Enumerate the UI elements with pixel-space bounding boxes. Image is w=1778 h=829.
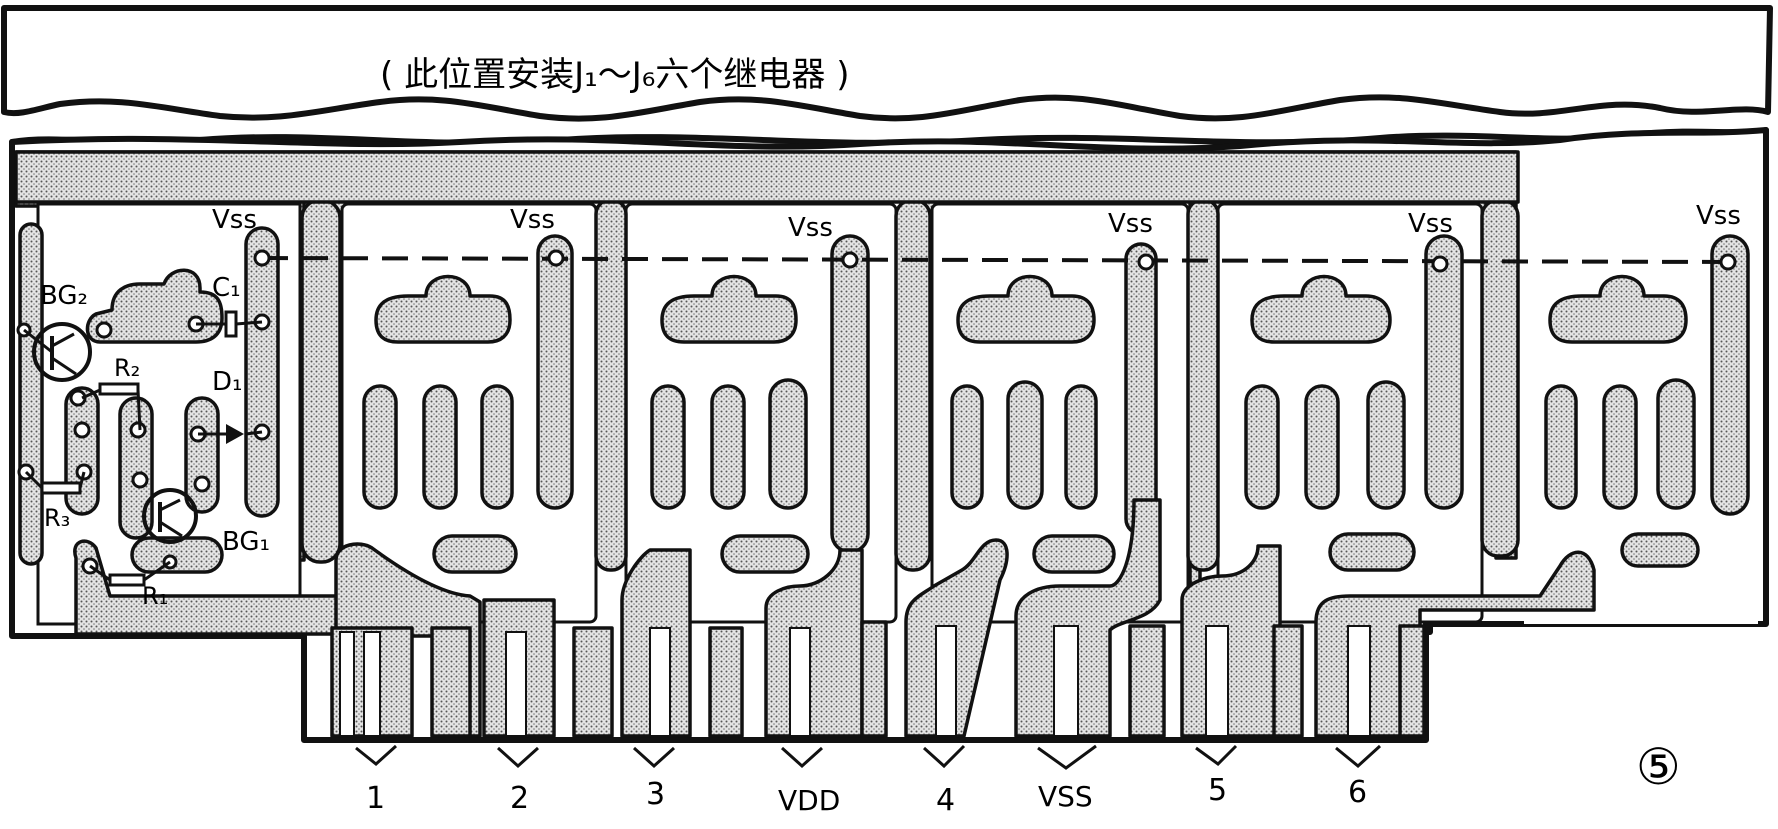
pin-label-6: 6 bbox=[1348, 775, 1367, 810]
relay-pads-4 bbox=[1244, 234, 1464, 572]
vss-label-1: Vss bbox=[212, 205, 257, 235]
pour-separator-2 bbox=[594, 198, 628, 572]
pin-label-3: 3 bbox=[646, 777, 665, 812]
relay-pads-5 bbox=[1544, 234, 1750, 568]
pour-separator-1 bbox=[300, 198, 342, 564]
r1-resistor bbox=[89, 560, 171, 587]
vss-label-4: Vss bbox=[1108, 209, 1153, 239]
r2-label: R₂ bbox=[114, 354, 140, 382]
r3-label: R₃ bbox=[44, 504, 70, 532]
relay-pads-3 bbox=[950, 274, 1116, 574]
vss-label-6: Vss bbox=[1696, 201, 1741, 231]
pin-label-5: 5 bbox=[1208, 773, 1227, 808]
relay-area-strip bbox=[1, 5, 1773, 122]
pour-separator-4 bbox=[1186, 198, 1220, 572]
r2-resistor bbox=[81, 382, 142, 431]
pin-label-2: 2 bbox=[510, 781, 529, 816]
vss-label-5: Vss bbox=[1408, 209, 1453, 239]
pour-separator-3 bbox=[894, 198, 932, 572]
pour-separator-5 bbox=[1480, 198, 1520, 558]
d1-diode bbox=[198, 422, 263, 446]
pour-top-band bbox=[14, 150, 1520, 204]
vss-strip-1 bbox=[244, 226, 280, 518]
pin-label-vdd: VDD bbox=[778, 784, 840, 817]
vss-label-3: Vss bbox=[788, 213, 833, 243]
relay-pads-1 bbox=[362, 234, 574, 574]
bg2-transistor bbox=[23, 322, 92, 382]
pin-label-1: 1 bbox=[366, 781, 385, 816]
bg2-label: BG₂ bbox=[40, 281, 88, 311]
relay-pads-2 bbox=[650, 234, 870, 574]
vss-dashed-bus bbox=[261, 256, 1731, 264]
c1-capacitor bbox=[196, 310, 263, 338]
bg1-transistor bbox=[142, 488, 198, 544]
vss-label-2: Vss bbox=[510, 205, 555, 235]
pin-label-vss: VSS bbox=[1038, 780, 1093, 813]
c1-label: C₁ bbox=[212, 273, 241, 303]
edge-connector bbox=[330, 498, 1596, 738]
pin-label-4: 4 bbox=[936, 783, 955, 818]
relay-area-note: ( 此位置安装J₁～J₆六个继电器 ) bbox=[380, 55, 849, 95]
d1-label: D₁ bbox=[212, 367, 242, 397]
vss-strip-2 bbox=[1124, 242, 1158, 536]
r1-label: R₁ bbox=[142, 582, 168, 610]
pin-markers bbox=[355, 744, 1382, 770]
r3-resistor bbox=[24, 470, 86, 495]
figure-number: ⑤ bbox=[1636, 738, 1681, 796]
bg1-label: BG₁ bbox=[222, 527, 270, 557]
